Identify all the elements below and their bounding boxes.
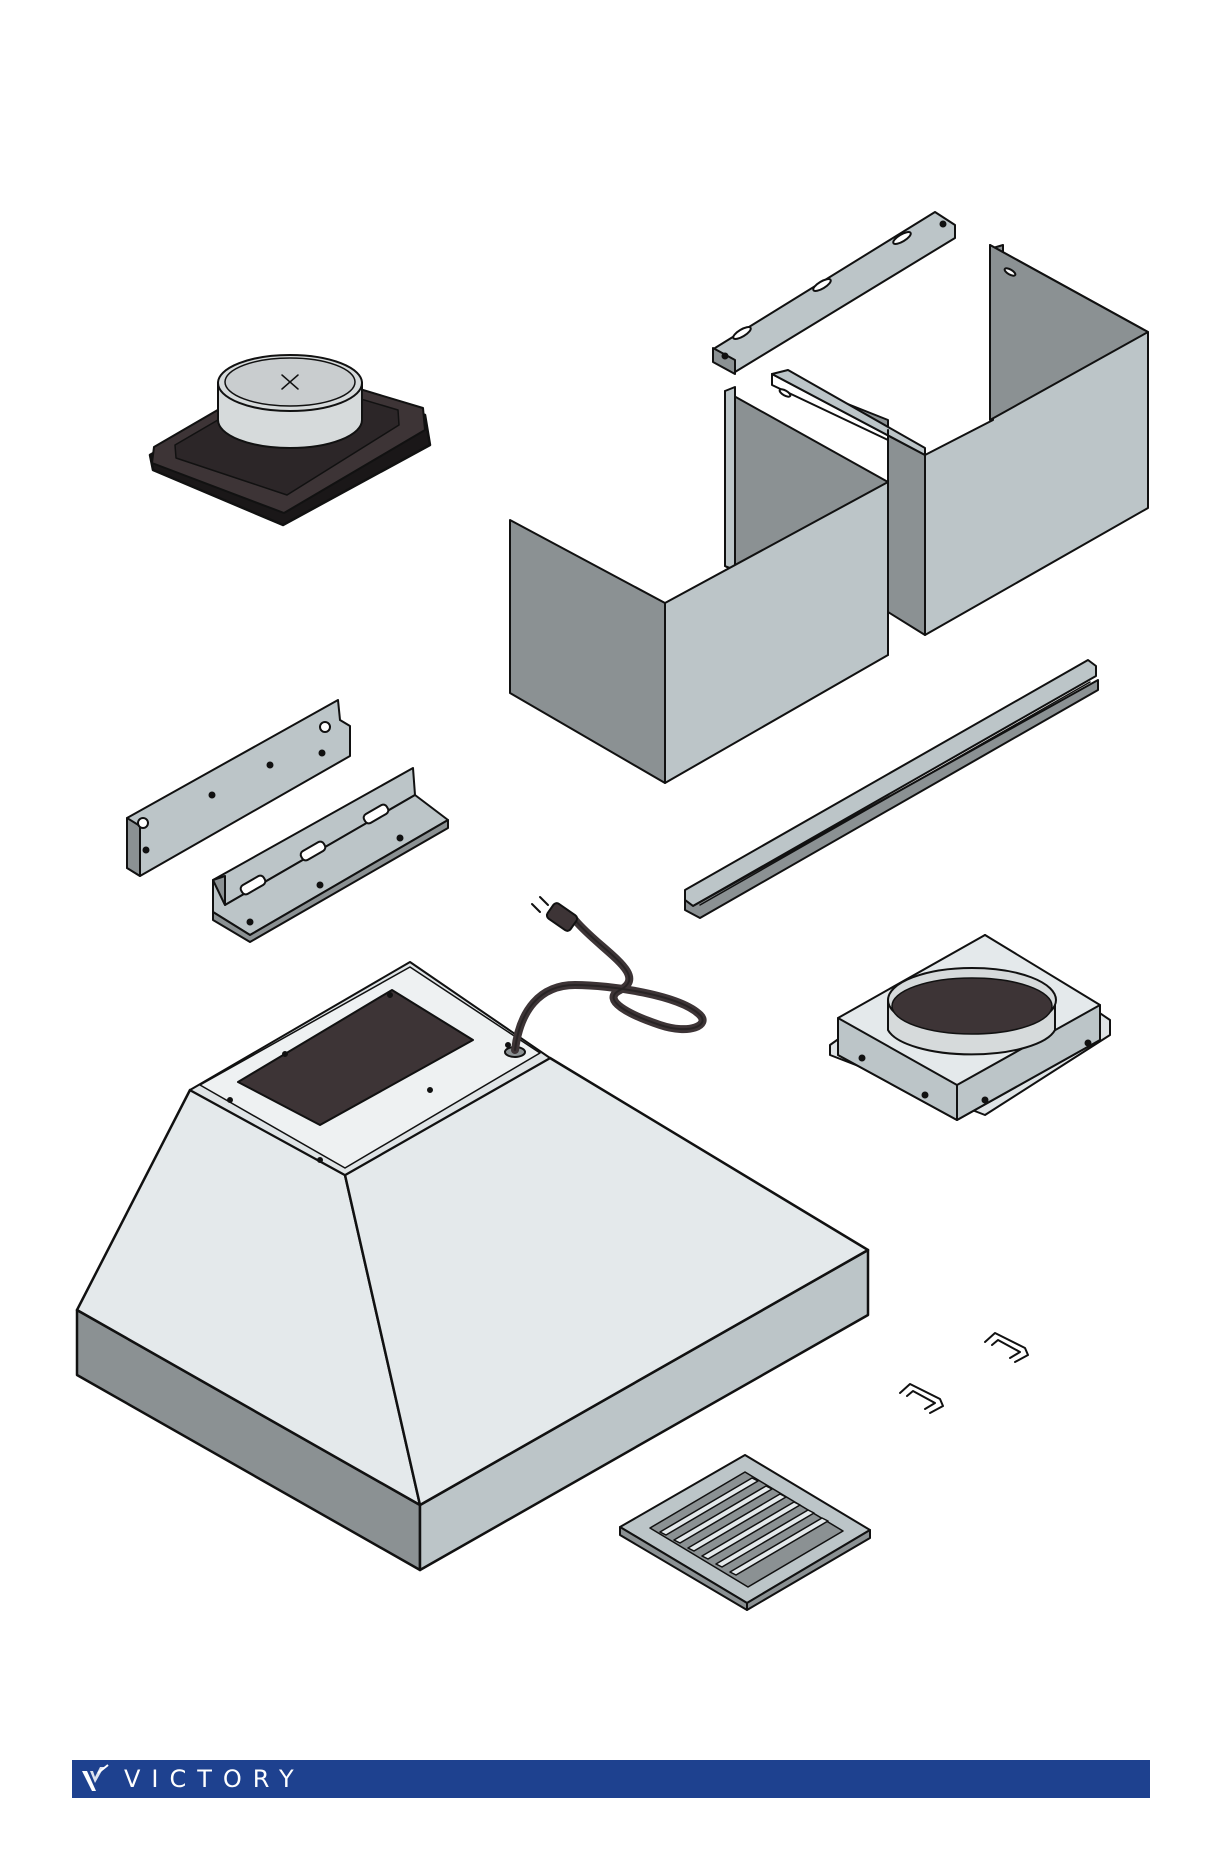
brand-name: VICTORY [124,1765,305,1793]
plug-icon [505,897,703,1057]
victory-v-logo-icon [78,1763,112,1795]
round-duct-adapter-icon [150,355,430,525]
chimney-cover-icon [510,387,888,783]
bracket-icon [713,212,955,374]
filter-icon [620,1455,870,1610]
damper-icon [830,935,1110,1120]
brand-footer-bar: VICTORY [72,1760,1150,1798]
clip-icon [900,1333,1028,1413]
